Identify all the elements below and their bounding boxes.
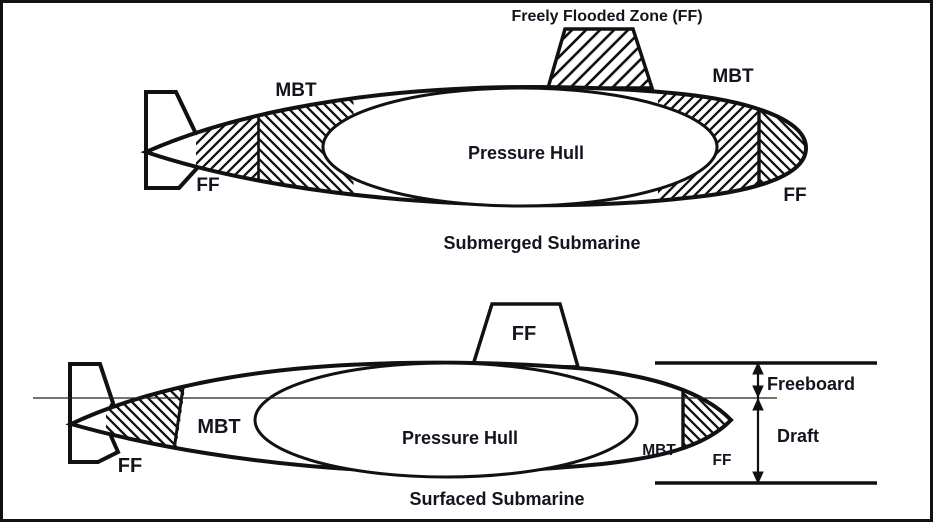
submerged-sail — [545, 27, 655, 90]
surfaced-aft-ff-hatch — [106, 374, 187, 450]
label-submerged-mbt-aft: MBT — [275, 80, 317, 101]
label-submerged-ff-aft: FF — [196, 175, 219, 196]
surfaced-submarine-figure: FF MBT FF Pressure Hull MBT FF Freeboard… — [33, 302, 877, 509]
label-surfaced-mbt-aft: MBT — [197, 416, 240, 438]
caption-submerged-submarine: Submerged Submarine — [443, 233, 640, 253]
dimension-lines — [655, 361, 877, 485]
label-surfaced-ff-fwd: FF — [713, 452, 732, 469]
label-draft: Draft — [777, 426, 819, 446]
label-surfaced-pressure-hull: Pressure Hull — [402, 428, 518, 448]
surfaced-pressure-hull — [253, 361, 639, 479]
arrowhead-up-deck — [752, 361, 764, 375]
label-submerged-ff-fwd: FF — [783, 185, 806, 206]
label-surfaced-sail-ff: FF — [512, 323, 536, 345]
submerged-submarine-figure: Freely Flooded Zone (FF) MBT MBT FF FF P… — [140, 8, 809, 253]
caption-surfaced-submarine: Surfaced Submarine — [409, 489, 584, 509]
label-submerged-pressure-hull: Pressure Hull — [468, 143, 584, 163]
label-submerged-mbt-fwd: MBT — [712, 66, 754, 87]
arrowhead-up-waterline — [752, 397, 764, 411]
label-freely-flooded-zone: Freely Flooded Zone (FF) — [511, 8, 702, 25]
arrowhead-down-waterline — [752, 385, 764, 399]
label-freeboard: Freeboard — [767, 374, 855, 394]
label-surfaced-ff-aft: FF — [118, 455, 142, 477]
submerged-pressure-hull — [321, 86, 719, 208]
arrowhead-down-keel — [752, 471, 764, 485]
label-surfaced-mbt-fwd: MBT — [642, 442, 676, 459]
